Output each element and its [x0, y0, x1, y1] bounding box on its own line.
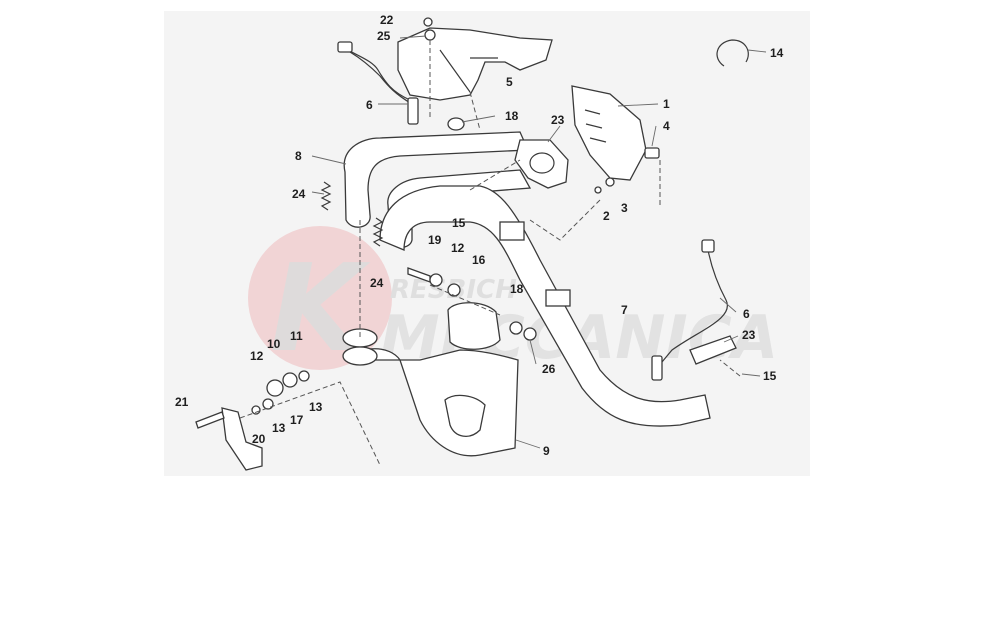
shield-detail — [439, 49, 498, 93]
clamp-14 — [716, 39, 749, 67]
callout-10: 10 — [267, 337, 281, 351]
callout-24-left: 24 — [292, 187, 306, 201]
muffler-inlet — [447, 302, 501, 350]
callout-23-flange: 23 — [551, 113, 565, 127]
oxygen-sensor-wire-front — [344, 47, 415, 113]
washer-17 — [262, 398, 274, 410]
oxygen-sensor-wire-rear — [661, 249, 729, 363]
muffler-outlet-1 — [342, 328, 378, 348]
upper-heat-shield — [397, 27, 553, 101]
callout-21: 21 — [175, 395, 189, 409]
callout-13-left: 13 — [272, 421, 286, 435]
assembly-line-8 — [429, 284, 501, 316]
grommet-18 — [447, 117, 465, 131]
callout-13-right: 13 — [309, 400, 323, 414]
callout-23-rear: 23 — [742, 328, 756, 342]
callout-15-center: 15 — [452, 216, 466, 230]
callout-15-rear: 15 — [763, 369, 777, 383]
muffler-outlet-2 — [342, 346, 378, 366]
callout-19: 19 — [428, 233, 442, 247]
sensor-plug-front — [337, 41, 353, 53]
bolt-22 — [423, 17, 433, 27]
washer-26a — [509, 321, 523, 335]
callout-26: 26 — [542, 362, 556, 376]
spring-24b — [372, 217, 384, 247]
leader-lines — [311, 35, 767, 449]
oxygen-sensor-rear — [651, 355, 663, 381]
oxygen-sensor-front — [407, 97, 419, 125]
callout-25: 25 — [377, 29, 391, 43]
rear-exhaust-pipe — [379, 185, 711, 427]
front-header-pipe — [343, 131, 529, 228]
washer-26b — [523, 327, 537, 341]
bracket-18c — [545, 289, 571, 307]
sensor-plug-rear — [701, 239, 715, 253]
damper-12 — [282, 372, 298, 388]
exhaust-flange-gasket — [514, 139, 569, 189]
assembly-line-3 — [529, 199, 601, 241]
shield-slots — [584, 109, 607, 143]
clip-4 — [644, 147, 660, 159]
callout-7: 7 — [621, 303, 628, 317]
mount-bracket-20 — [221, 407, 263, 471]
callout-5: 5 — [506, 75, 513, 89]
washer-3 — [605, 177, 615, 187]
damper-10 — [266, 379, 284, 397]
callout-22: 22 — [380, 13, 394, 27]
callout-3: 3 — [621, 201, 628, 215]
screw-2 — [594, 186, 602, 194]
callout-17: 17 — [290, 413, 304, 427]
rear-heat-shield — [571, 85, 647, 181]
callout-24-center: 24 — [370, 276, 384, 290]
callout-2: 2 — [603, 209, 610, 223]
callout-9: 9 — [543, 444, 550, 458]
muffler — [348, 348, 519, 457]
assembly-line-9 — [719, 359, 741, 377]
damper-13 — [251, 405, 261, 415]
nut-16 — [447, 283, 461, 297]
assembly-line-2 — [469, 91, 481, 131]
washer-12a — [429, 273, 443, 287]
bracket-18b — [499, 221, 525, 241]
gasket-hole — [529, 152, 555, 174]
callout-8: 8 — [295, 149, 302, 163]
callout-18-top: 18 — [505, 109, 519, 123]
muffler-mount — [444, 394, 486, 437]
washer-11 — [298, 370, 310, 382]
callout-18-right: 18 — [510, 282, 524, 296]
bolt-21 — [195, 411, 225, 429]
callout-1: 1 — [663, 97, 670, 111]
assembly-line-7 — [239, 381, 381, 466]
callout-11: 11 — [290, 329, 303, 343]
callout-16: 16 — [472, 253, 486, 267]
callout-20: 20 — [252, 432, 266, 446]
spring-24a — [320, 181, 332, 211]
washer-25 — [424, 29, 436, 41]
callout-14: 14 — [770, 46, 784, 60]
callout-12-left: 12 — [250, 349, 264, 363]
sensor-wire-2 — [349, 51, 413, 105]
callout-12-center: 12 — [451, 241, 465, 255]
callout-6-rear: 6 — [743, 307, 750, 321]
assembly-line-5 — [469, 159, 521, 191]
callout-6-front: 6 — [366, 98, 373, 112]
callout-4: 4 — [663, 119, 670, 133]
bracket-23b — [689, 335, 737, 365]
